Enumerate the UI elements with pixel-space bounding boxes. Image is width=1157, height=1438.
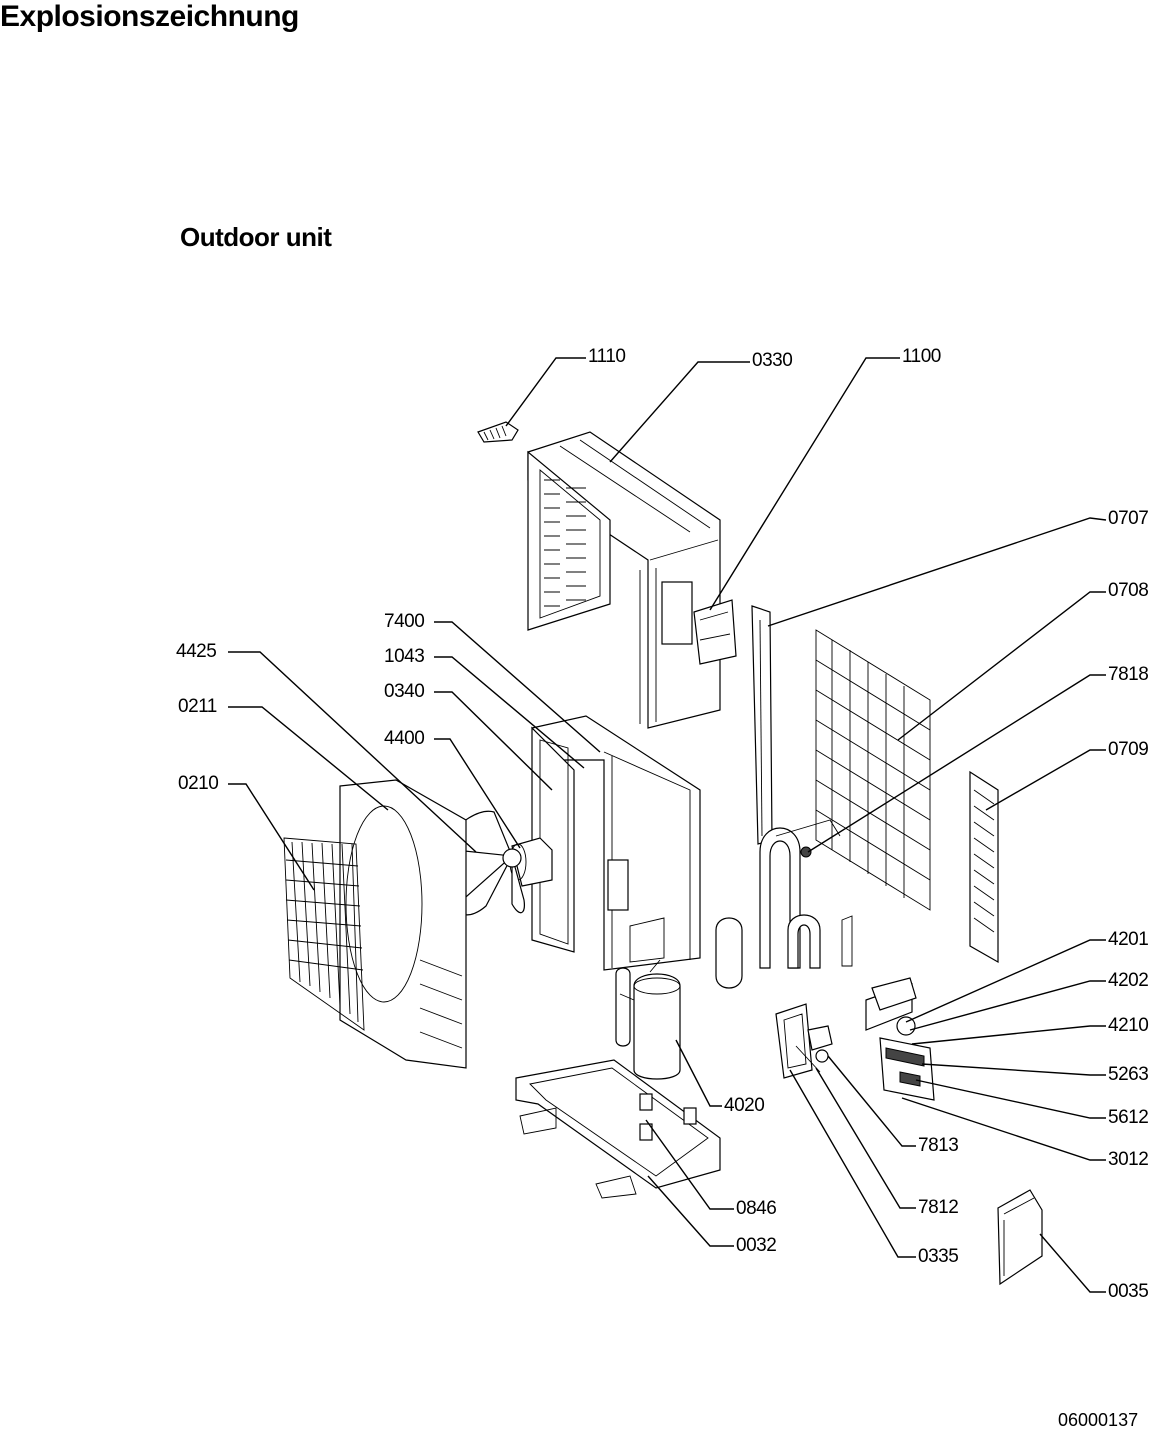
page-title: Explosionszeichnung	[0, 0, 299, 33]
part-7818-pipe-assembly	[759, 819, 853, 969]
part-label-0330: 0330	[752, 350, 793, 371]
part-label-5612: 5612	[1108, 1107, 1149, 1128]
leader-lines	[228, 357, 1107, 1293]
part-label-4425: 4425	[176, 641, 217, 662]
part-pipe-loop	[715, 917, 743, 989]
part-1110-handle	[477, 421, 519, 443]
part-label-4202: 4202	[1108, 970, 1149, 991]
part-label-7812: 7812	[918, 1197, 959, 1218]
part-0330-top-cover	[527, 431, 721, 729]
part-label-1043: 1043	[384, 646, 425, 667]
part-label-0707: 0707	[1108, 508, 1149, 529]
part-0032-base-pan	[515, 1059, 721, 1199]
part-1100-service-panel	[693, 599, 737, 665]
part-7813-service-valve	[795, 1025, 833, 1073]
part-label-5263: 5263	[1108, 1064, 1149, 1085]
part-0846-rubber-foot	[639, 1093, 697, 1141]
part-7400-condenser-frame	[531, 715, 701, 971]
part-label-3012: 3012	[1108, 1149, 1149, 1170]
part-label-0340: 0340	[384, 681, 425, 702]
part-label-4020: 4020	[724, 1095, 765, 1116]
part-0035-side-cover	[997, 1189, 1043, 1286]
part-0709-side-grille	[969, 770, 999, 964]
part-4020-compressor	[615, 959, 681, 1080]
part-label-4400: 4400	[384, 728, 425, 749]
part-label-0335: 0335	[918, 1246, 959, 1267]
part-0210-fan-guard	[283, 837, 365, 1031]
part-label-0708: 0708	[1108, 580, 1149, 601]
part-label-0210: 0210	[178, 773, 219, 794]
part-label-0709: 0709	[1108, 739, 1149, 760]
part-label-7818: 7818	[1108, 664, 1149, 685]
part-label-1110: 1110	[588, 346, 626, 367]
part-label-0211: 0211	[178, 696, 217, 717]
part-3012-electrical-box	[865, 977, 935, 1101]
part-0707-side-strip	[751, 605, 773, 845]
part-label-0032: 0032	[736, 1235, 777, 1256]
part-0335-valve-plate	[775, 1003, 813, 1079]
part-label-1100: 1100	[902, 346, 941, 367]
part-label-4210: 4210	[1108, 1015, 1149, 1036]
part-label-0035: 0035	[1108, 1281, 1149, 1302]
diagram-subtitle: Outdoor unit	[180, 222, 332, 252]
part-0708-wire-grille	[815, 629, 931, 911]
part-0211-front-panel	[339, 779, 467, 1069]
part-label-4201: 4201	[1108, 929, 1149, 950]
part-label-7400: 7400	[384, 611, 425, 632]
part-label-7813: 7813	[918, 1135, 959, 1156]
document-number: 06000137	[1058, 1410, 1139, 1430]
part-label-0846: 0846	[736, 1198, 777, 1219]
